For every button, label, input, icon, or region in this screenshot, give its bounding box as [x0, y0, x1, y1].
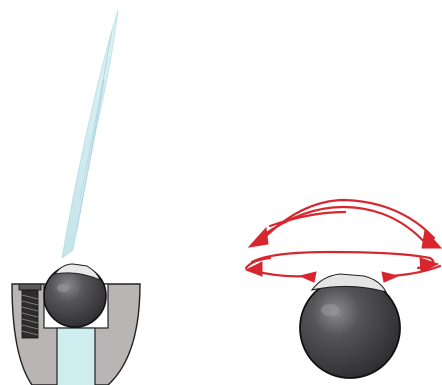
water-jet-icon — [61, 9, 119, 259]
rotation-arrow-icon — [244, 250, 442, 283]
right-illustration — [244, 198, 442, 379]
screw-icon — [18, 283, 42, 339]
free-ball — [299, 273, 401, 379]
left-illustration — [11, 9, 141, 385]
rotation-arrow-icon — [247, 198, 442, 249]
ball-in-socket — [43, 263, 107, 328]
